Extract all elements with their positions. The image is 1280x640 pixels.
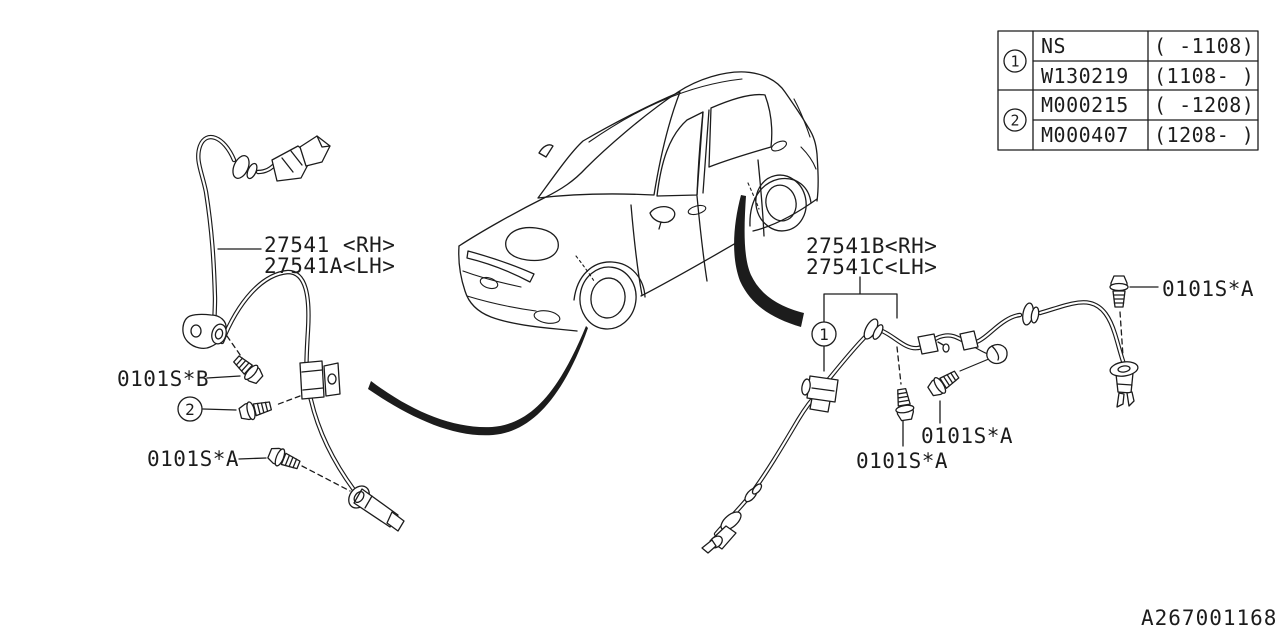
front-part-label-rh: 27541 <RH> [264,233,395,257]
front-bolt-label-b: 0101S*B [117,367,209,391]
applicability-table: 1 2 NS ( -1108) W130219 (1108- ) M000215… [997,30,1259,151]
callout-circle-1 [811,321,837,347]
table-date-range: ( -1108) [1154,34,1254,58]
table-part-no: M000215 [1041,93,1129,117]
windshield [537,91,681,199]
fog-light [533,310,561,324]
callout-circle-2 [177,396,203,422]
bolt-icon [892,387,917,422]
diagram-code: A267001168 [1141,606,1277,630]
table-callout-circle-2 [1003,108,1027,132]
callout-ref-text: 1 [819,325,829,344]
front-bolt-label-a: 0101S*A [147,447,239,471]
table-callout-circle-1 [1003,49,1027,73]
cable-grommet [1022,302,1040,326]
bolt-icon [265,444,303,474]
side-mirror [649,206,676,230]
bolt-icon [1109,275,1129,308]
front-wheel-speed-sensor [348,485,405,532]
hook-bracket [986,343,1008,365]
rear-wheel [755,174,807,232]
main-clamp-bracket [801,375,839,413]
callout-ref-text: 2 [185,400,195,419]
rear-bolt-label-a-mid: 0101S*A [921,424,1013,448]
door-handle [687,204,707,216]
rear-sensor-location-hint [747,182,760,210]
bolt-icon [925,366,963,400]
front-pointer-arrow [368,326,588,436]
front-sensor-assembly: 2 27541 <RH> 27541A<LH> 0101S*B 0101S*A [117,134,405,532]
front-sensor-location-hint [575,255,595,282]
harness-clamp [959,330,979,351]
rear-sensor-assembly: 1 27541B<RH> 27541C<LH> 0101S*A 0101S*A … [701,234,1254,554]
table-ref-1: 1 [1010,53,1019,71]
table-date-range: (1208- ) [1154,123,1254,147]
cable-grommet [744,483,763,503]
rear-bolt-label-a-upper: 0101S*A [1162,277,1254,301]
rear-pointer-arrow [734,195,804,327]
rear-part-label-rh: 27541B<RH> [806,234,937,258]
cable-grommet [863,318,884,340]
table-part-no: M000407 [1041,123,1129,147]
corner-mirror [538,144,554,158]
front-part-label-lh: 27541A<LH> [264,254,395,278]
bolt-icon [229,351,267,388]
hood-scoop [505,226,559,262]
table-ref-2: 2 [1010,112,1019,130]
harness-clamp [917,333,950,355]
brand-emblem [479,276,499,290]
rear-wheel-speed-sensor-right [1109,361,1139,408]
cable-clamp-bracket [299,360,341,400]
table-part-no: W130219 [1041,64,1129,88]
table-date-range: ( -1208) [1154,93,1254,117]
table-part-no: NS [1041,34,1066,58]
front-wheel [579,266,637,330]
car-illustration [458,71,819,332]
harness-connector [271,135,331,182]
door-handle [771,140,787,152]
bolt-icon [237,396,274,423]
sensor-stay-bracket [182,313,227,349]
rear-wheel-speed-sensor-left [701,511,742,554]
table-date-range: (1108- ) [1154,64,1254,88]
rear-part-label-lh: 27541C<LH> [806,255,937,279]
cable-grommet [232,155,258,180]
headlight [466,250,535,283]
rear-bolt-label-a-lower: 0101S*A [856,449,948,473]
